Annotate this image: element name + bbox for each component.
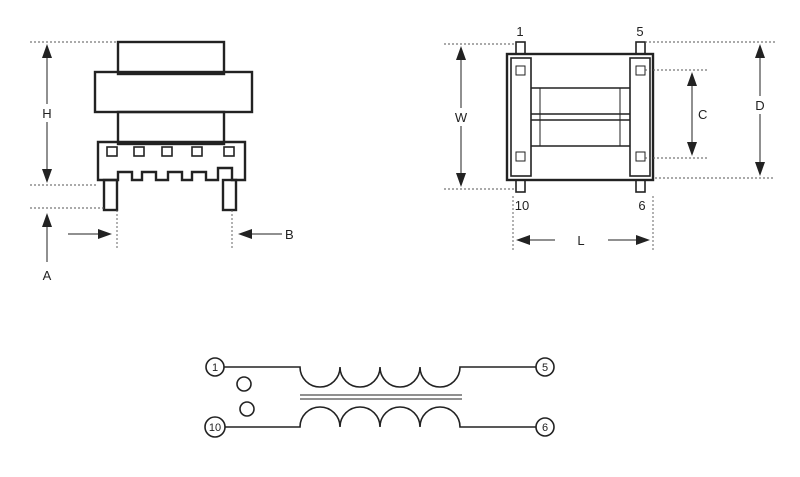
- winding-schematic: 1 10 5 6: [204, 357, 555, 438]
- bobbin-base: [96, 140, 247, 182]
- secondary-winding: [225, 406, 536, 428]
- polarity-dot-primary: [236, 376, 252, 392]
- schematic-label-1: 1: [212, 362, 218, 374]
- top-body: [505, 52, 655, 182]
- dim-label-h: H: [42, 106, 51, 121]
- polarity-dot-secondary: [239, 401, 255, 417]
- dim-label-d: D: [755, 98, 764, 113]
- dim-label-w: W: [455, 110, 468, 125]
- schematic-label-6: 6: [542, 422, 548, 434]
- terminal-row: [106, 146, 235, 157]
- pin-label-10: 10: [515, 198, 529, 213]
- top-view: 1 5 10 6 W C D L: [444, 24, 775, 250]
- dim-label-a: A: [43, 268, 52, 283]
- dim-label-b: B: [285, 227, 294, 242]
- pin-label-1: 1: [516, 24, 523, 39]
- pin-bottom-right: [635, 179, 646, 193]
- winding-body: [93, 70, 254, 114]
- pin-label-6: 6: [638, 198, 645, 213]
- core-top: [116, 40, 226, 76]
- pin-label-5: 5: [636, 24, 643, 39]
- leg-left: [102, 178, 119, 212]
- schematic-label-5: 5: [542, 362, 548, 374]
- primary-winding: [224, 366, 536, 388]
- dim-label-l: L: [577, 233, 584, 248]
- pin-top-left: [515, 41, 526, 55]
- leg-right: [221, 178, 238, 212]
- side-view: H A B: [30, 40, 294, 283]
- schematic-label-10: 10: [209, 422, 221, 434]
- core-middle: [116, 110, 226, 146]
- dim-label-c: C: [698, 107, 707, 122]
- pin-bottom-left: [515, 179, 526, 193]
- pin-top-right: [635, 41, 646, 55]
